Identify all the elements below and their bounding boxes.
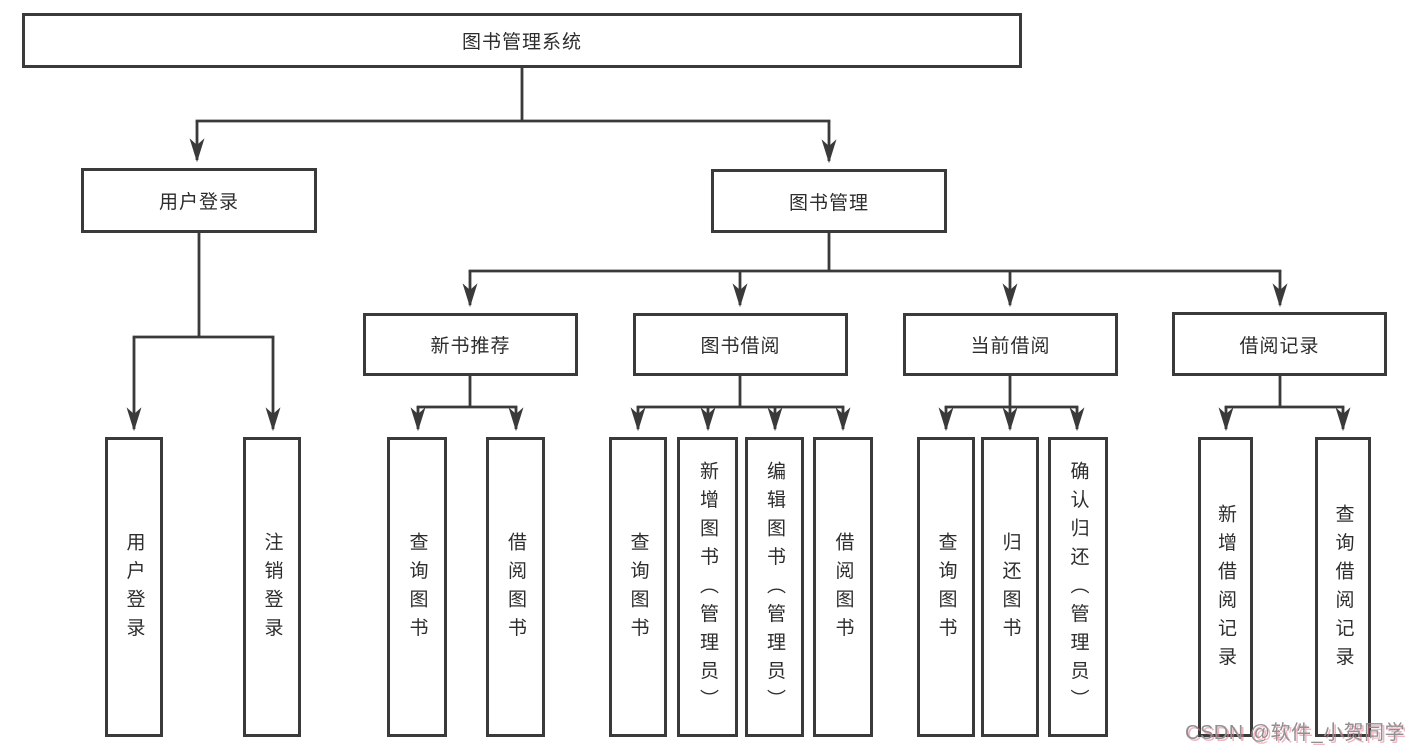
node-leaf-add-book-admin: 新增图书（管理员） xyxy=(677,437,738,737)
node-leaf-query-borrow-record: 查询借阅记录 xyxy=(1315,437,1371,737)
node-leaf-add-borrow-record: 新增借阅记录 xyxy=(1198,437,1253,737)
node-book-management: 图书管理 xyxy=(711,169,947,233)
node-book-borrow: 图书借阅 xyxy=(633,313,848,376)
node-leaf-confirm-return-admin: 确认归还（管理员） xyxy=(1048,437,1108,737)
csdn-watermark: CSDN @软件_小贺同学 xyxy=(1185,722,1405,744)
node-leaf-borrow-book-1: 借阅图书 xyxy=(486,437,545,737)
node-borrow-records: 借阅记录 xyxy=(1172,312,1387,376)
node-user-login: 用户登录 xyxy=(81,168,317,233)
node-new-books: 新书推荐 xyxy=(363,313,578,376)
node-leaf-query-book-3: 查询图书 xyxy=(917,437,975,737)
node-leaf-logout: 注销登录 xyxy=(243,437,301,737)
node-leaf-edit-book-admin: 编辑图书（管理员） xyxy=(745,437,804,737)
node-leaf-query-book-2: 查询图书 xyxy=(609,437,667,737)
node-leaf-query-book-1: 查询图书 xyxy=(387,437,447,737)
node-root: 图书管理系统 xyxy=(22,13,1022,68)
node-leaf-borrow-book-2: 借阅图书 xyxy=(813,437,873,737)
node-leaf-return-book: 归还图书 xyxy=(981,437,1039,737)
node-current-borrow: 当前借阅 xyxy=(903,313,1118,376)
node-leaf-user-login: 用户登录 xyxy=(105,437,163,737)
